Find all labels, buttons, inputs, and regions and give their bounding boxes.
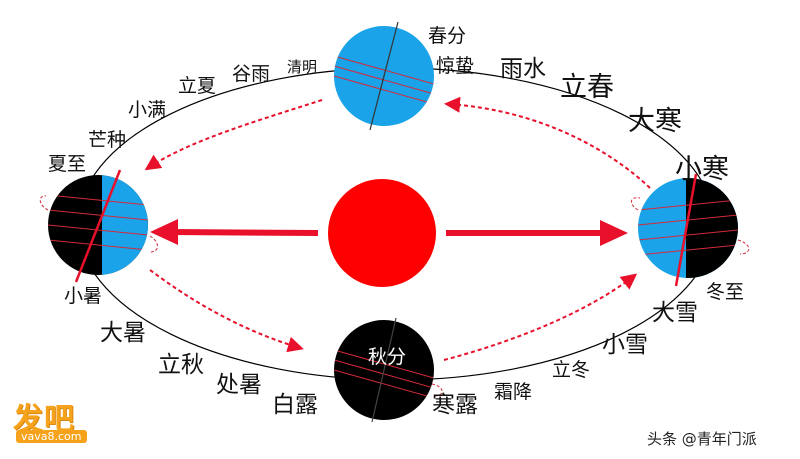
- earth-autumn-equinox: [334, 317, 443, 423]
- dashed-arrow-to-spring: [444, 96, 651, 189]
- term-xiaoxue: 小雪: [602, 332, 648, 358]
- term-dahan: 大寒: [628, 106, 682, 137]
- earth-spring-equinox: [334, 21, 434, 131]
- term-dashu: 大暑: [100, 320, 146, 346]
- earth-summer-solstice: [39, 169, 158, 283]
- term-daxue: 大雪: [652, 300, 698, 326]
- site-logo-url: vava8.com: [16, 430, 87, 443]
- sunlight-arrow-right: [446, 220, 628, 246]
- term-qingming: 清明: [287, 58, 317, 76]
- orbit-direction-arrows: [144, 96, 651, 361]
- term-bailu: 白露: [272, 392, 318, 418]
- term-xiaohan: 小寒: [675, 154, 729, 185]
- term-lidong: 立冬: [552, 359, 590, 381]
- sunlight-arrow-left: [150, 219, 319, 245]
- term-liqiu: 立秋: [158, 352, 204, 378]
- term-xiaoshu: 小暑: [64, 285, 102, 307]
- term-guyu: 谷雨: [232, 63, 270, 85]
- term-xiaoman: 小满: [128, 99, 166, 121]
- term-lixia: 立夏: [178, 75, 216, 97]
- term-chunfen: 春分: [428, 25, 466, 47]
- sun: [328, 179, 436, 287]
- author-watermark: 头条 @青年门派: [647, 430, 757, 448]
- term-qiufen: 秋分: [368, 346, 406, 368]
- term-jingzhe: 惊蛰: [436, 55, 474, 77]
- dashed-arrow-to-autumn: [149, 269, 304, 353]
- solar-term-labels: 春分 惊蛰 雨水 立春 大寒 小寒 清明 谷雨 立夏 小满 芒种 夏至 小暑 大…: [48, 25, 744, 418]
- term-xiazhi: 夏至: [48, 153, 86, 175]
- dashed-arrow-to-winter: [443, 273, 638, 361]
- earth-winter-solstice: [631, 173, 750, 287]
- dashed-arrow-to-summer: [144, 99, 323, 171]
- term-lichun: 立春: [560, 72, 614, 103]
- term-shuangjiang: 霜降: [494, 381, 532, 403]
- term-dongzhi: 冬至: [706, 281, 744, 303]
- term-chushu: 处暑: [216, 372, 262, 398]
- term-yushui: 雨水: [500, 56, 546, 82]
- term-mangzhong: 芒种: [88, 129, 126, 151]
- term-hanlu: 寒露: [432, 392, 478, 418]
